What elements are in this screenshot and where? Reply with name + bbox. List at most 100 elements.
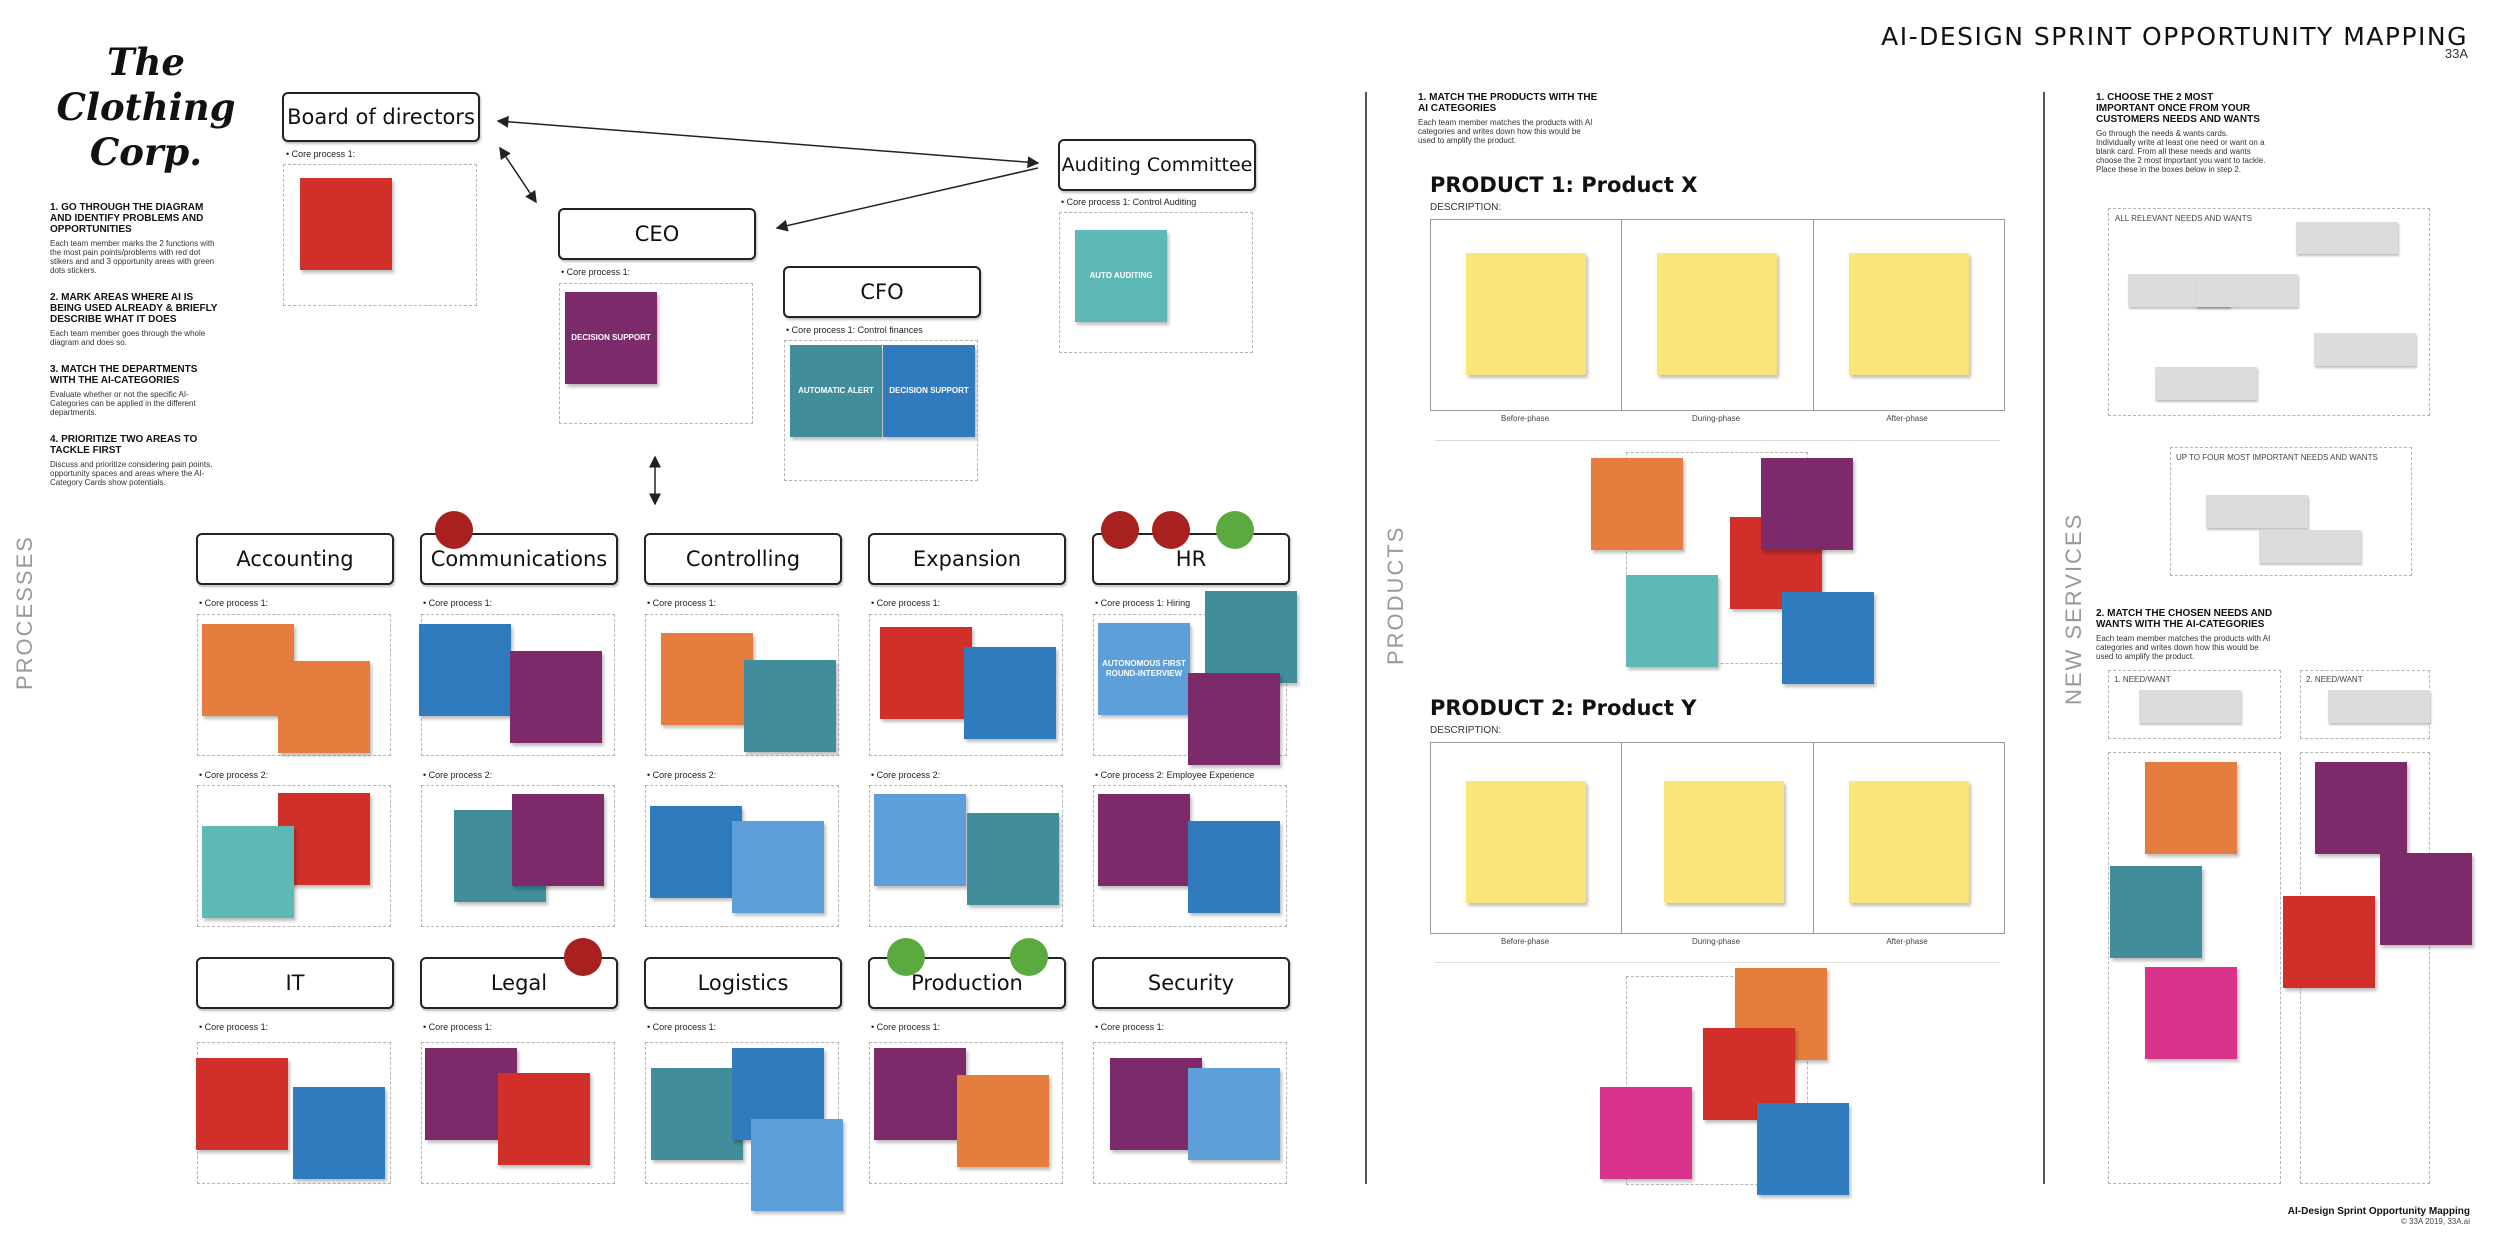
lightblue-sticky-note[interactable]: [751, 1119, 843, 1211]
need-card[interactable]: [2155, 367, 2257, 400]
pink-sticky-note[interactable]: [2145, 967, 2237, 1059]
ai-sticky-note[interactable]: Decision support: [883, 345, 975, 437]
orange-sticky-note[interactable]: [661, 633, 753, 725]
green-dot-sticker[interactable]: [887, 938, 925, 976]
need-card[interactable]: [2314, 333, 2416, 366]
need-card[interactable]: [2328, 690, 2430, 723]
teal-sticky-note[interactable]: [967, 813, 1059, 905]
logo-line: Clothing: [56, 85, 236, 129]
teal-sticky-note[interactable]: [744, 660, 836, 752]
page-code: 33A: [2444, 46, 2468, 61]
product-2-phase-grid: [1430, 742, 2005, 934]
step-title: 1. Go through the diagram and identify p…: [50, 202, 204, 235]
top-needs-area: [2170, 447, 2412, 576]
red-dot-sticker[interactable]: [435, 511, 473, 549]
purple-sticky-note[interactable]: [2380, 853, 2472, 945]
teal-sticky-note[interactable]: [2110, 866, 2202, 958]
red-sticky-note[interactable]: [498, 1073, 590, 1165]
product-2-description: DESCRIPTION:: [1430, 725, 1502, 736]
blue-sticky-note[interactable]: [650, 806, 742, 898]
core-process-label: • Core process 1:: [871, 1022, 941, 1032]
yellow-sticky-note[interactable]: [1466, 253, 1586, 375]
phase-label: After-phase: [1886, 414, 1928, 423]
blue-sticky-note[interactable]: [964, 647, 1056, 739]
green-dot-sticker[interactable]: [1216, 511, 1254, 549]
red-sticky-note[interactable]: [880, 627, 972, 719]
phase-label: Before-phase: [1500, 937, 1550, 946]
step-4: 4. Prioritize two areas to tackle first …: [50, 434, 225, 487]
blue-sticky-note[interactable]: [1782, 592, 1874, 684]
purple-sticky-note[interactable]: [2315, 762, 2407, 854]
all-needs-area: [2108, 208, 2430, 416]
product-1-phase-grid: [1430, 219, 2005, 411]
teal-sticky-note[interactable]: [1205, 591, 1297, 683]
step-title: 3. Match the departments with the AI-cat…: [50, 364, 198, 386]
orange-sticky-note[interactable]: [2145, 762, 2237, 854]
yellow-sticky-note[interactable]: [1466, 781, 1586, 903]
ai-sticky-note[interactable]: Automatic alert: [790, 345, 882, 437]
yellow-sticky-note[interactable]: [1657, 253, 1778, 375]
department-communications: Communications: [420, 533, 618, 585]
purple-sticky-note[interactable]: [874, 1048, 966, 1140]
teal-sticky-note[interactable]: [651, 1068, 743, 1160]
divider: [1435, 962, 2000, 963]
lightblue-sticky-note[interactable]: [1188, 1068, 1280, 1160]
mint-sticky-note[interactable]: [202, 826, 294, 918]
phase-cell: [1431, 743, 1623, 933]
need-card[interactable]: [2259, 530, 2361, 563]
need-slot-1: [2108, 670, 2281, 739]
need-card[interactable]: [2296, 222, 2398, 254]
need-card[interactable]: [2196, 274, 2298, 307]
pink-sticky-note[interactable]: [1600, 1087, 1692, 1179]
need-card[interactable]: [2139, 690, 2241, 723]
core-process-area: [645, 614, 839, 756]
ai-sticky-note[interactable]: Autonomous first round-interview: [1098, 623, 1190, 715]
blue-sticky-note[interactable]: [1188, 821, 1280, 913]
purple-sticky-note[interactable]: [1188, 673, 1280, 765]
divider-line: [1365, 92, 1367, 1184]
core-process-label: • Core process 2:: [871, 770, 941, 780]
ai-match-area: [2108, 752, 2281, 1184]
red-sticky-note[interactable]: [196, 1058, 288, 1150]
green-dot-sticker[interactable]: [1010, 938, 1048, 976]
phase-cell: [1622, 743, 1814, 933]
ceo-box: CEO: [558, 208, 756, 260]
core-process-label: • Core process 1:: [199, 598, 269, 608]
purple-sticky-note[interactable]: [1761, 458, 1853, 550]
blue-sticky-note[interactable]: [419, 624, 511, 716]
lightblue-sticky-note[interactable]: [874, 794, 966, 886]
ai-sticky-note[interactable]: Decision support: [565, 292, 657, 384]
orange-sticky-note[interactable]: [278, 661, 370, 753]
board-of-directors-box: Board of directors: [282, 92, 480, 142]
core-process-label: • Core process 1:: [871, 598, 941, 608]
blue-sticky-note[interactable]: [293, 1087, 385, 1179]
yellow-sticky-note[interactable]: [1848, 253, 1969, 375]
logo-line: Corp.: [89, 130, 203, 174]
red-dot-sticker[interactable]: [1152, 511, 1190, 549]
red-sticky-note[interactable]: [2283, 896, 2375, 988]
blue-sticky-note[interactable]: [1757, 1103, 1849, 1195]
purple-sticky-note[interactable]: [510, 651, 602, 743]
step-3: 3. Match the departments with the AI-cat…: [50, 364, 225, 417]
mint-sticky-note[interactable]: [1626, 575, 1718, 667]
orange-sticky-note[interactable]: [1591, 458, 1683, 550]
need-slot-label: 2. NEED/WANT: [2306, 675, 2363, 684]
orange-sticky-note[interactable]: [957, 1075, 1049, 1167]
yellow-sticky-note[interactable]: [1848, 781, 1969, 903]
need-card[interactable]: [2206, 495, 2308, 528]
red-dot-sticker[interactable]: [564, 938, 602, 976]
core-process-area: [784, 340, 978, 481]
lightblue-sticky-note[interactable]: [732, 821, 824, 913]
yellow-sticky-note[interactable]: [1664, 781, 1785, 903]
ai-sticky-note[interactable]: Auto Auditing: [1075, 230, 1167, 322]
purple-sticky-note[interactable]: [512, 794, 604, 886]
footer: AI-Design Sprint Opportunity Mapping © 3…: [2288, 1206, 2470, 1226]
step-1: 1. Go through the diagram and identify p…: [50, 202, 225, 275]
red-sticky-note[interactable]: [300, 178, 392, 270]
core-process-label: • Core process 2:: [199, 770, 269, 780]
red-dot-sticker[interactable]: [1101, 511, 1139, 549]
phase-cell: [1431, 220, 1623, 410]
purple-sticky-note[interactable]: [1110, 1058, 1202, 1150]
services-step-1: 1. Choose the 2 most important once from…: [2096, 92, 2266, 174]
purple-sticky-note[interactable]: [1098, 794, 1190, 886]
